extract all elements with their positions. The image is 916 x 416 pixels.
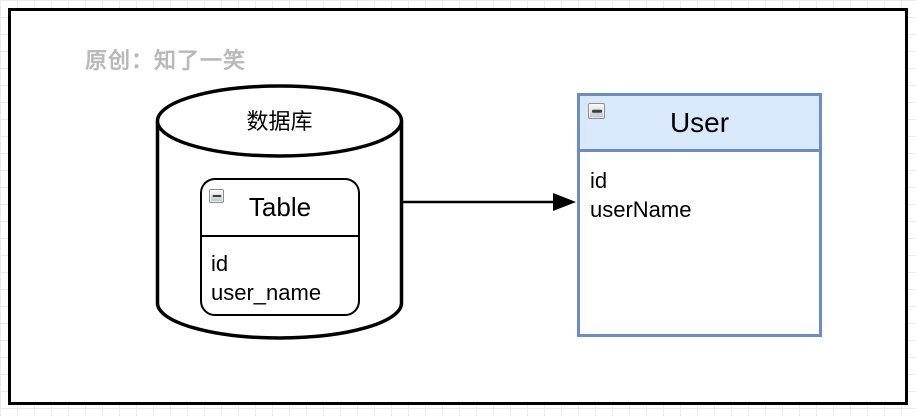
minus-bar xyxy=(591,109,602,113)
table-field: id xyxy=(211,250,229,276)
table-title: Table xyxy=(248,191,312,222)
watermark-text: 原创：知了一笑 xyxy=(85,48,247,73)
entity-fields: id userName xyxy=(580,152,819,224)
entity-field: userName xyxy=(590,197,692,222)
collapse-minus-icon[interactable] xyxy=(209,189,224,203)
table-fields: id user_name xyxy=(202,237,358,307)
entity-header: User xyxy=(580,96,819,152)
table-header: Table xyxy=(202,180,358,237)
entity-shape[interactable]: User id userName xyxy=(577,93,822,337)
minus-bar xyxy=(212,195,221,197)
table-field: user_name xyxy=(211,279,322,305)
entity-field: id xyxy=(590,168,608,193)
table-shape[interactable]: Table id user_name xyxy=(200,178,360,316)
collapse-minus-icon[interactable] xyxy=(588,103,605,119)
entity-title: User xyxy=(669,106,730,138)
database-label: 数据库 xyxy=(246,109,313,134)
